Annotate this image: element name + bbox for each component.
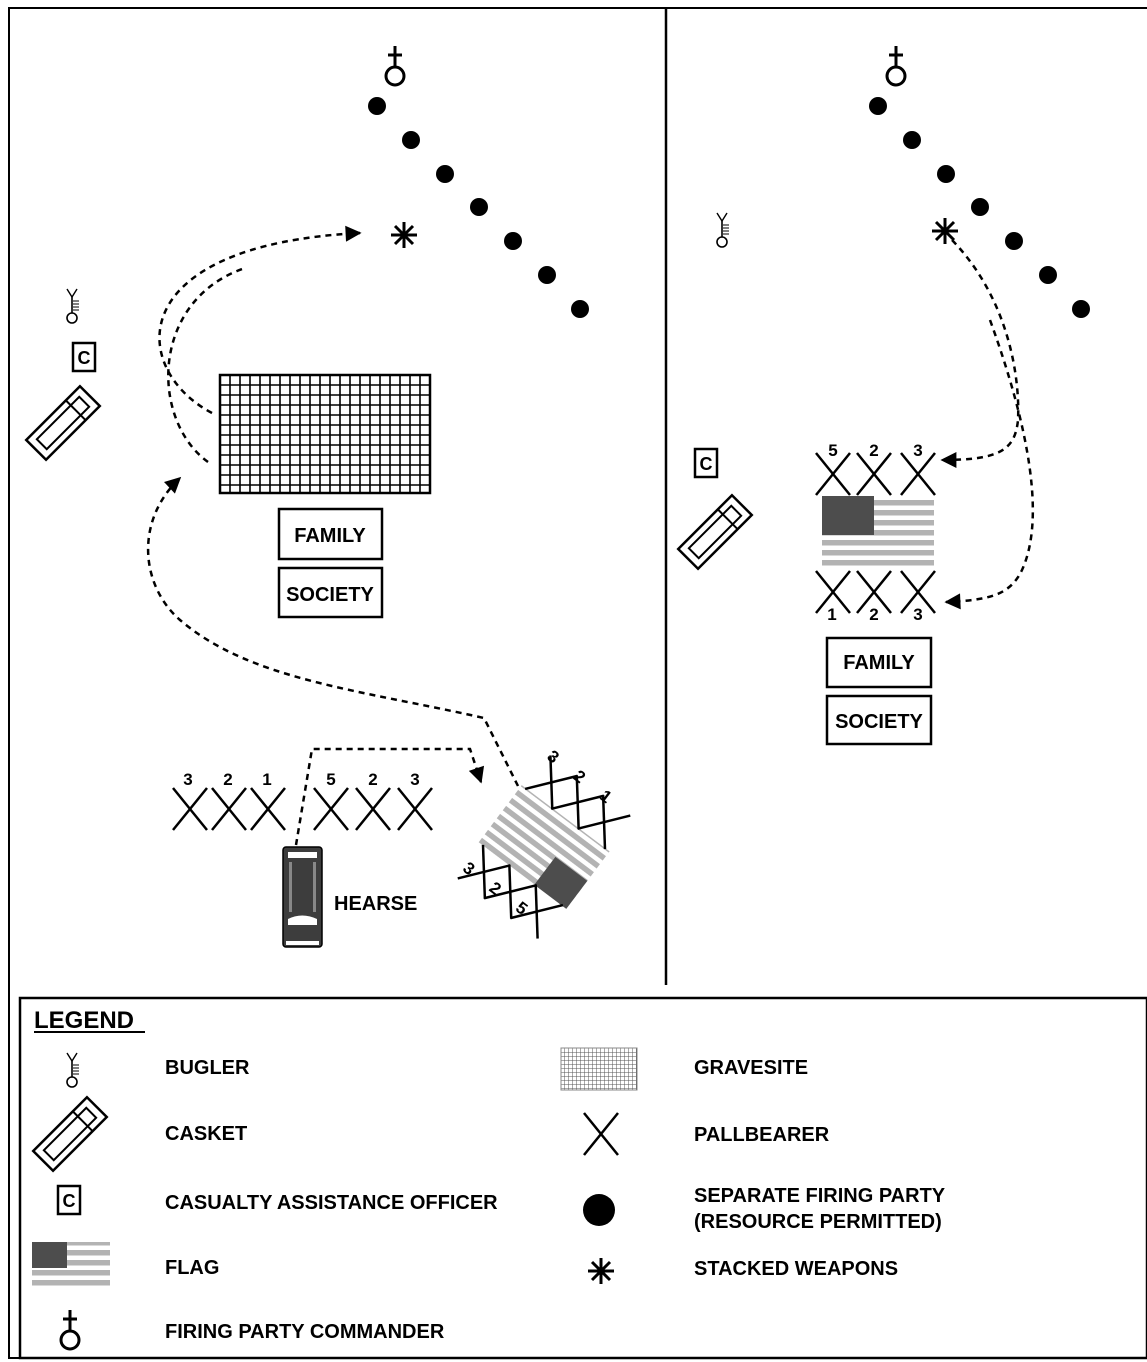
- pallbearer-number: 3: [410, 770, 419, 789]
- firing-party-member: [1005, 232, 1023, 250]
- firing-party-left: [368, 97, 589, 318]
- pallbearer-number: 5: [512, 898, 531, 919]
- route-hearse-to-casket: [294, 747, 485, 846]
- firing-party-member: [971, 198, 989, 216]
- pallbearer-number: 3: [913, 441, 922, 460]
- pallbearer-number: 5: [326, 770, 335, 789]
- pallbearers-right-bottom: 1 2 3: [814, 569, 937, 624]
- legend: LEGEND BUGLER CASKET CASUALTY ASSISTANCE…: [18, 996, 1147, 1360]
- pallbearer-number: 2: [486, 878, 505, 899]
- family-box: FAMILY: [277, 507, 384, 561]
- hearse-label: HEARSE: [334, 893, 417, 915]
- svg-text:FAMILY: FAMILY: [294, 525, 366, 547]
- casualty-officer-icon: [71, 341, 97, 373]
- firing-party-member: [504, 232, 522, 250]
- pallbearer-number: 2: [368, 770, 377, 789]
- firing-party-member: [869, 97, 887, 115]
- firing-party-right: [869, 97, 1090, 318]
- firing-party-member: [436, 165, 454, 183]
- pallbearer-number: 1: [262, 770, 271, 789]
- pallbearer-icon: [312, 786, 350, 832]
- firing-party-member: [1039, 266, 1057, 284]
- pallbearer-icon: [210, 786, 248, 832]
- firing-party-commander-icon: [384, 44, 406, 87]
- legend-label: CASKET: [165, 1123, 247, 1145]
- right-panel: 5 2 3 1 2 3 FAMILY SOCIETY: [676, 44, 1090, 746]
- legend-label: GRAVESITE: [694, 1057, 808, 1079]
- bugler-icon: [716, 212, 730, 248]
- firing-party-member: [571, 300, 589, 318]
- gravesite-icon: [560, 1047, 638, 1091]
- pallbearer-icon: [354, 786, 392, 832]
- route-weapons-to-top-pallbearers: [940, 239, 1020, 468]
- route-casket-to-grave: [146, 476, 520, 787]
- bugler-icon: [66, 288, 80, 324]
- pallbearer-row-left: 3 2 1 5 2 3: [171, 770, 434, 832]
- firing-party-member: [903, 131, 921, 149]
- legend-label: (RESOURCE PERMITTED): [694, 1211, 942, 1233]
- pallbearer-number: 3: [913, 605, 922, 624]
- stacked-weapons-icon: [389, 220, 419, 250]
- pallbearer-number: 3: [544, 746, 563, 767]
- firing-party-member: [470, 198, 488, 216]
- pallbearer-icon: [249, 786, 287, 832]
- left-panel: FAMILY SOCIETY 3 2 1 5 2 3: [24, 44, 632, 948]
- route-weapons-to-bottom-pallbearers: [944, 319, 1035, 610]
- stacked-weapons-icon: [930, 216, 960, 246]
- hearse-icon: [282, 846, 323, 948]
- legend-label: PALLBEARER: [694, 1124, 830, 1146]
- firing-party-member: [402, 131, 420, 149]
- legend-label: FLAG: [165, 1257, 219, 1279]
- pallbearer-number: 3: [459, 858, 478, 879]
- firing-party-member: [368, 97, 386, 115]
- pallbearer-number: 2: [223, 770, 232, 789]
- legend-title: LEGEND: [34, 1007, 134, 1034]
- legend-label: FIRING PARTY COMMANDER: [165, 1321, 445, 1343]
- casket-icon: [676, 493, 754, 571]
- pallbearers-right-top: 5 2 3: [814, 441, 937, 497]
- firing-party-icon: [583, 1194, 615, 1226]
- svg-text:SOCIETY: SOCIETY: [835, 711, 923, 733]
- firing-party-member: [1072, 300, 1090, 318]
- pallbearer-number: 1: [827, 605, 836, 624]
- pallbearer-number: 2: [570, 766, 589, 787]
- pallbearer-icon: [396, 786, 434, 832]
- society-box: SOCIETY: [825, 694, 933, 746]
- casualty-officer-icon: [693, 447, 719, 479]
- flag-icon: [32, 1242, 110, 1290]
- firing-party-member: [937, 165, 955, 183]
- svg-text:FAMILY: FAMILY: [843, 652, 915, 674]
- pallbearer-number: 3: [183, 770, 192, 789]
- casualty-officer-icon: [56, 1184, 82, 1216]
- firing-party-commander-icon: [885, 44, 907, 87]
- pallbearer-number: 1: [596, 786, 615, 807]
- family-box: FAMILY: [825, 636, 933, 689]
- legend-label: STACKED WEAPONS: [694, 1258, 898, 1280]
- pallbearer-number: 5: [828, 441, 837, 460]
- pallbearer-number: 2: [869, 441, 878, 460]
- pallbearer-icon: [171, 786, 209, 832]
- legend-label: SEPARATE FIRING PARTY: [694, 1185, 946, 1207]
- casket-icon: [24, 384, 102, 462]
- route-to-weapons-inner: [167, 266, 246, 464]
- flag-over-grave: [822, 496, 934, 568]
- legend-label: CASUALTY ASSISTANCE OFFICER: [165, 1192, 498, 1214]
- society-box: SOCIETY: [277, 566, 384, 619]
- flag-draped-casket: 3 2 1 3 2 5: [456, 746, 632, 940]
- firing-party-member: [538, 266, 556, 284]
- pallbearer-number: 2: [869, 605, 878, 624]
- gravesite: [218, 373, 432, 495]
- legend-label: BUGLER: [165, 1057, 250, 1079]
- svg-text:SOCIETY: SOCIETY: [286, 584, 374, 606]
- route-to-weapons-outer: [158, 225, 362, 415]
